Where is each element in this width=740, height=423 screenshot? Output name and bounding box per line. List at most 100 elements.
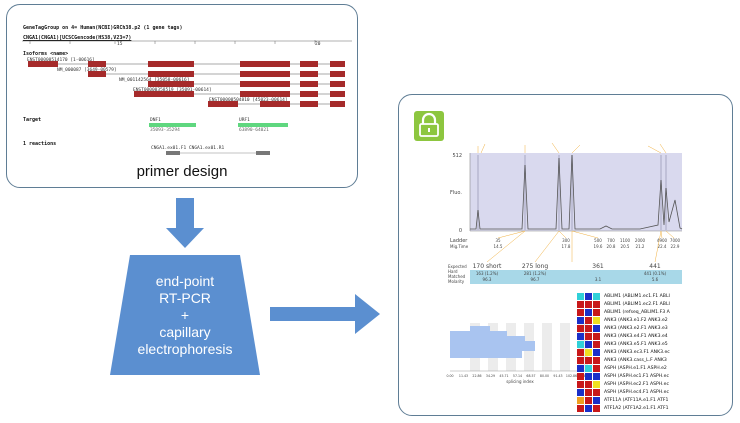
target-range: 35093-35294 [150,128,180,133]
heatmap-cell [593,373,600,380]
splicing-x-tick: 102.86 [566,374,577,378]
peak-connectors [477,142,667,154]
heatmap-cell [585,309,592,316]
isoform-label: ENST00000504810 [45023-00614] [209,98,288,103]
reaction-list-item[interactable]: ABLIM1 (ABLIM1.ec1.F1 ABLI [604,293,670,299]
reaction-list-item[interactable]: ABLIM1 (refseq_ABLIM1.F3 A [604,309,670,315]
band-detail: 163 (1.2%) [476,271,499,276]
splicing-fill [450,326,535,358]
heatmap-cell [577,341,584,348]
mig-time: 21.2 [636,244,645,249]
heatmap-cell [593,365,600,372]
band-detail: 281 (1.2%) [524,271,547,276]
reaction-list-item[interactable]: ANK3 (ANK3.cass_L.F ANK3 [604,357,667,363]
heatmap-cell [593,389,600,396]
reaction-list-item[interactable]: ANK3 (ANK3.e1.F2 ANK3.e2 [604,317,668,323]
reaction-list-item[interactable]: ATF1A2 (ATF1A2.e1.F1 ATF1 [604,405,669,411]
electropherogram: 512 Fluo. 0 [450,142,683,239]
band-name: 170 short [473,263,502,270]
target-range: 63890-64021 [239,128,269,133]
heatmap-cell [585,333,592,340]
expected-label: Expected [448,264,467,269]
reaction-list-item[interactable]: ANK3 (ANK3.e2.F1 ANK3.e3 [604,325,668,331]
heatmap-cell [585,293,592,300]
isoforms-title: Isoforms <name> [23,51,69,57]
ladder-connectors [497,230,675,239]
reaction-list-item[interactable]: ASPH (ASPH.ec4.F1 ASPH.ec [604,389,669,395]
heatmap-cell [593,301,600,308]
splicing-x-tick: 45.71 [499,374,508,378]
method-trapezoid [110,255,260,375]
heatmap-cell [593,333,600,340]
isoform-track-3 [148,81,345,87]
splicing-x-tick: 80.00 [540,374,549,378]
hard-label: Hard [448,269,458,274]
reaction-list-item[interactable]: ASPH (ASPH.ec2.F1 ASPH.ec [604,381,669,387]
splicing-x-tick: 11.43 [459,374,468,378]
band-name: 361 [592,263,604,270]
y-axis-label: Fluo. [450,190,462,196]
band-value: 3.1 [595,277,602,282]
reaction-label: CNGA1.ex01.F1 CNGA1.ex01.R1 [151,146,225,151]
splicing-x-tick: 0.00 [446,374,453,378]
genetag-header: GeneTagGroup on 4= Human(NCBI)GRCh38.p2 … [23,25,183,31]
reaction-list-item[interactable]: ASPH (ASPH.ec1.F1 ASPH.ec [604,373,669,379]
reaction-list-item[interactable]: ANK3 (ANK3.e5.F1 ANK3.e5 [604,341,668,347]
mig-time: 20.8 [607,244,616,249]
heatmap-cell [577,365,584,372]
ladder-label: Ladder [450,238,468,244]
target-name: DNF1 [150,118,161,123]
ladder-bp: 700 [607,238,615,243]
ladder-bp: 500 [594,238,602,243]
ladder-bp: 35 [495,238,501,243]
ladder-bp: 7000 [670,238,681,243]
splicing-x-tick: 68.57 [526,374,535,378]
mig-time: 14.5 [494,244,503,249]
target-bar-urf1 [238,123,288,127]
reaction-list-item[interactable]: ABLIM1 (ABLIM1.ec2.F1 ABLI [604,301,670,307]
heatmap-cell [577,381,584,388]
down-arrow-icon [166,198,204,248]
heatmap-cell [577,293,584,300]
splicing-x-tick: 57.14 [513,374,522,378]
reaction-list-item[interactable]: ATF11A (ATF11A.e1.F1 ATF1 [604,397,669,403]
heatmap-cell [593,381,600,388]
splicing-x-tick: 91.43 [553,374,562,378]
reactions-title: 1 reactions [23,141,57,147]
primer-design-caption: primer design [136,163,228,180]
band-value: 5.6 [652,277,659,282]
heatmap-cell [585,317,592,324]
heatmap-cell [577,333,584,340]
heatmap-cell [577,349,584,356]
matched-label: Matched [448,274,466,279]
reaction-list-item[interactable]: ASPH (ASPH.e1.F1 ASPH.e2 [604,365,667,371]
ruler-label-20: 20 [315,42,321,47]
y-tick-label: 512 [452,153,462,159]
ladder-bp: 300 [562,238,570,243]
band-name: 275 long [522,263,549,270]
heatmap-cell [577,389,584,396]
heatmap-cell [593,317,600,324]
ruler-ticks [29,40,316,44]
reaction-list-item[interactable]: ANK3 (ANK3.e4.F1 ANK3.e4 [604,333,668,339]
y-tick-label: 0 [459,228,462,234]
reaction-list-item[interactable]: ANK3 (ANK3.ec3.F1 ANK3.ec [604,349,670,355]
band-connectors [486,230,662,263]
heatmap-cell [585,325,592,332]
electropherogram-trace [470,154,683,230]
heatmap-cell [577,309,584,316]
mig-time: 22.9 [671,244,680,249]
heatmap-cell [585,397,592,404]
isoform-track-5 [208,101,345,107]
isoform-track-2 [88,71,345,77]
heatmap-cell [585,389,592,396]
mig-time: 20.5 [621,244,630,249]
heatmap-cell [577,397,584,404]
heatmap-cell [593,397,600,404]
molarity-label: Molarity [448,279,465,284]
lock-icon [414,111,444,141]
ladder-bp: 2000 [635,238,646,243]
